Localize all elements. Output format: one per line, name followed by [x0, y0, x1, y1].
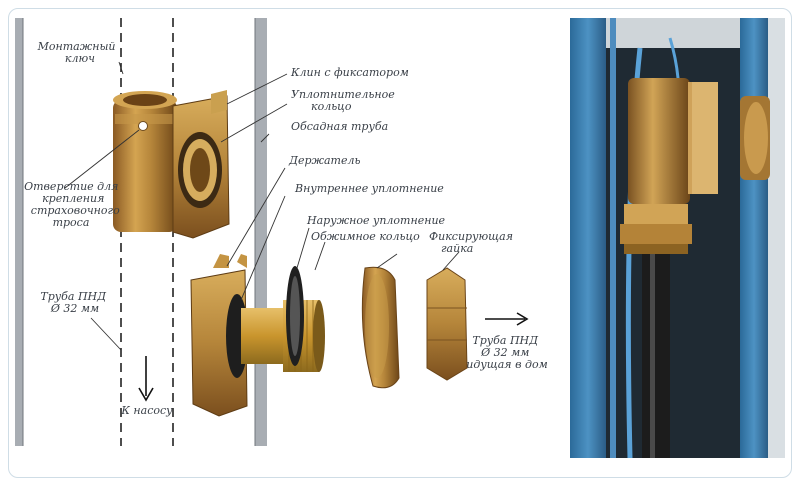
label-safety-rope-hole: Отверстие для крепления страховочного тр…: [24, 180, 123, 229]
label-mounting-key: Монтажный ключ: [37, 40, 119, 65]
arrow-down-icon: [138, 356, 154, 402]
outer-seal-part: [286, 266, 304, 366]
compression-ring-part: [361, 266, 400, 389]
photo-casing-left: [570, 18, 606, 458]
label-hdpe-pipe-right: Труба ПНД Ø 32 мм идущая в дом: [466, 334, 547, 371]
label-holder: Держатель: [288, 154, 361, 167]
leader-lines: [64, 61, 460, 351]
label-locking-nut: Фиксирующая гайка: [429, 230, 517, 255]
label-wedge-with-latch: Клин с фиксатором: [290, 66, 409, 79]
label-outer-seal: Наружное уплотнение: [306, 214, 446, 227]
adapter-diagram: Монтажный ключ Клин с фиксатором Уплотни…: [15, 18, 548, 446]
label-sealing-ring: Уплотнительное кольцо: [291, 88, 398, 113]
adapter-body: [113, 90, 230, 239]
casing-wall-left: [15, 18, 23, 446]
photo-casing-right: [740, 18, 768, 458]
arrow-right-icon: [485, 312, 529, 326]
label-compression-ring: Обжимное кольцо: [311, 230, 420, 243]
label-to-pump: К насосу: [120, 404, 173, 417]
photo-outer-nut: [740, 96, 770, 180]
label-hdpe-pipe-left: Труба ПНД Ø 32 мм: [40, 290, 109, 315]
photo-black-pipe: [642, 218, 670, 458]
safety-rope-hole-mark: [138, 121, 148, 131]
label-casing-pipe: Обсадная труба: [291, 120, 388, 133]
photo-compression-fitting: [620, 204, 692, 254]
installation-photo: [570, 18, 785, 458]
locking-nut-part: [426, 267, 468, 381]
casing-wall-right: [255, 18, 267, 446]
label-inner-seal: Внутреннее уплотнение: [294, 182, 444, 195]
photo-adapter-body: [628, 78, 718, 204]
